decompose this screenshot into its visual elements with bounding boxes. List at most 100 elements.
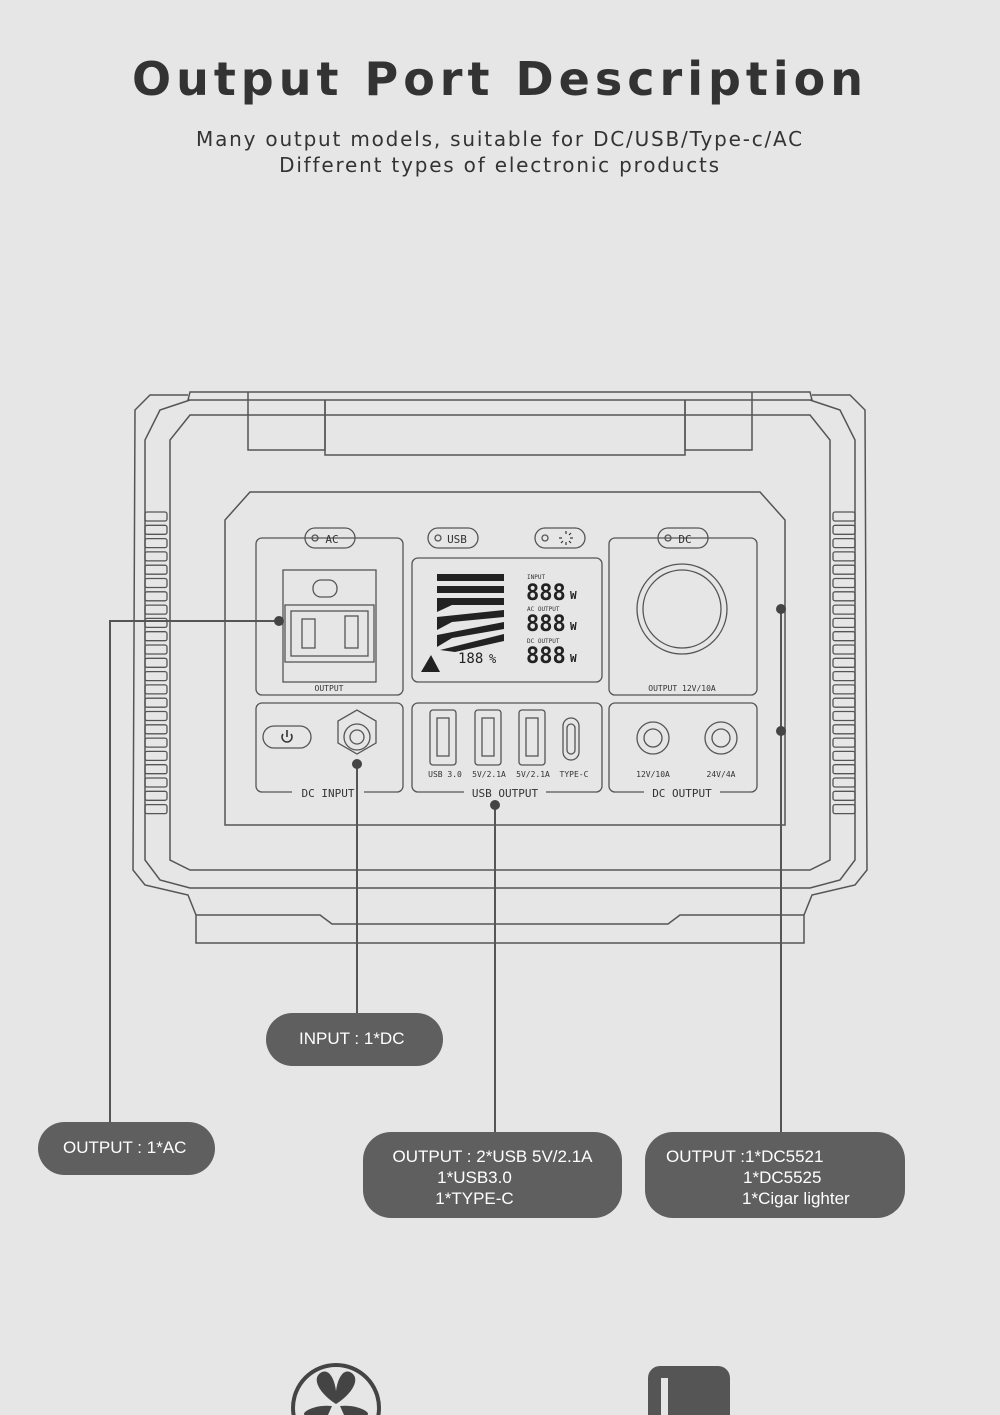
vent-rib [144, 803, 168, 815]
dc-port-label-1: 12V/10A [636, 770, 670, 779]
vent-rib [144, 511, 168, 522]
dc-input-jack-core [349, 729, 365, 745]
vent-rib [144, 617, 168, 629]
vent-rib [144, 577, 168, 589]
callout-ac: OUTPUT : 1*AC [38, 1122, 215, 1175]
type-c-port-inner [566, 723, 576, 755]
usb-port-label-1: USB 3.0 [428, 770, 462, 779]
vent-rib [144, 604, 168, 615]
connector-ac-dot [274, 616, 284, 626]
ac-outlet-ground [312, 579, 338, 598]
front-panel [224, 491, 786, 826]
connector-usb [494, 805, 496, 1133]
callout-input: INPUT : 1*DC [266, 1013, 443, 1066]
dc-input-jack-nut [337, 709, 377, 755]
vent-rib [832, 724, 856, 735]
usb3-port [429, 709, 457, 766]
connector-ac-horizontal [109, 620, 279, 622]
vent-rib [144, 697, 168, 708]
ac-output-frame [255, 537, 404, 696]
connector-dc [780, 609, 782, 1133]
handle-bar [324, 400, 686, 456]
light-icon [559, 531, 573, 545]
dc-output-label-bg [644, 786, 720, 800]
lcd-dc-digits: 888 [526, 644, 566, 669]
dc-button-label: DC [678, 533, 691, 546]
vent-rib [832, 790, 856, 801]
connector-ac [109, 620, 111, 1123]
usb-port-2-inner [525, 717, 539, 757]
vent-rib [144, 790, 168, 801]
callout-usb: OUTPUT : 2*USB 5V/2.1A 1*USB3.0 1*TYPE-C [363, 1132, 622, 1218]
vent-rib [832, 564, 856, 575]
usb-output-section-label: USB OUTPUT [472, 787, 539, 800]
vent-rib [832, 764, 856, 775]
vent-rib [832, 604, 856, 615]
lcd-ac-unit: W [570, 620, 577, 633]
dc-input-jack-ring [343, 723, 371, 751]
dc5525-port-inner [711, 728, 731, 748]
ac-outlet-slot-left [301, 618, 316, 649]
vent-rib [832, 551, 856, 562]
usb-port-label-4: TYPE-C [560, 770, 589, 779]
callout-input-text: INPUT : 1*DC [299, 1029, 405, 1048]
vent-rib [144, 684, 168, 695]
callout-dc-line-1: OUTPUT :1*DC5521 [666, 1147, 824, 1166]
ac-button-label: AC [325, 533, 338, 546]
body-frame [169, 414, 831, 871]
vent-rib [144, 657, 168, 668]
vent-rib [832, 777, 856, 788]
vent-rib [144, 537, 168, 549]
usb-port-1-inner [481, 717, 495, 757]
connector-dc-dot-1 [776, 604, 786, 614]
power-icon [281, 730, 293, 743]
inner-shell [144, 399, 856, 889]
dc-input-section-label: DC INPUT [302, 787, 355, 800]
vent-rib [832, 591, 856, 602]
vent-rib [832, 577, 856, 589]
usb-port-2 [518, 709, 546, 766]
fan-icon [291, 1363, 381, 1415]
lcd-battery-bars [421, 574, 504, 672]
usb-led [434, 534, 442, 542]
handle-top [187, 391, 813, 401]
callout-dc: OUTPUT :1*DC5521 1*DC5525 1*Cigar lighte… [645, 1132, 905, 1218]
lcd-input-label: INPUT [527, 574, 545, 581]
usb-port-1 [474, 709, 502, 766]
vent-ribs-right [832, 511, 856, 815]
callout-ac-text: OUTPUT : 1*AC [63, 1138, 187, 1157]
base-line [196, 914, 804, 925]
cigar-lighter-socket [636, 563, 728, 655]
page-title: Output Port Description [131, 52, 869, 106]
vent-rib [144, 737, 168, 748]
vent-rib [144, 724, 168, 735]
vent-rib [832, 631, 856, 642]
light-led [541, 534, 549, 542]
vent-ribs-left [144, 511, 168, 815]
vent-rib [832, 644, 856, 655]
outer-shell [132, 394, 868, 944]
subtitle-line-1: Many output models, suitable for DC/USB/… [196, 127, 804, 151]
lcd-input-digits: 888 [526, 581, 566, 606]
ac-outlet-slot-right [344, 615, 359, 649]
vent-rib [832, 617, 856, 629]
vent-rib [144, 524, 168, 535]
vent-rib [832, 657, 856, 668]
lcd-ac-output-label: AC OUTPUT [527, 606, 560, 613]
callout-dc-line-3: 1*Cigar lighter [742, 1189, 850, 1208]
vent-rib [832, 670, 856, 682]
dc-output-section-label: DC OUTPUT [652, 787, 712, 800]
connector-dc-dot-2 [776, 726, 786, 736]
vent-rib [144, 777, 168, 788]
vent-rib [832, 737, 856, 748]
dc-socket-label: OUTPUT 12V/10A [648, 684, 716, 693]
ac-outlet-label: OUTPUT [315, 684, 344, 693]
callout-usb-line-3: 1*TYPE-C [435, 1189, 514, 1208]
dc5521-port [636, 721, 670, 755]
subtitle-line-2: Different types of electronic products [279, 153, 721, 177]
vent-rib [832, 684, 856, 695]
dc-led [664, 534, 672, 542]
dc5525-port [704, 721, 738, 755]
vent-rib [832, 710, 856, 722]
